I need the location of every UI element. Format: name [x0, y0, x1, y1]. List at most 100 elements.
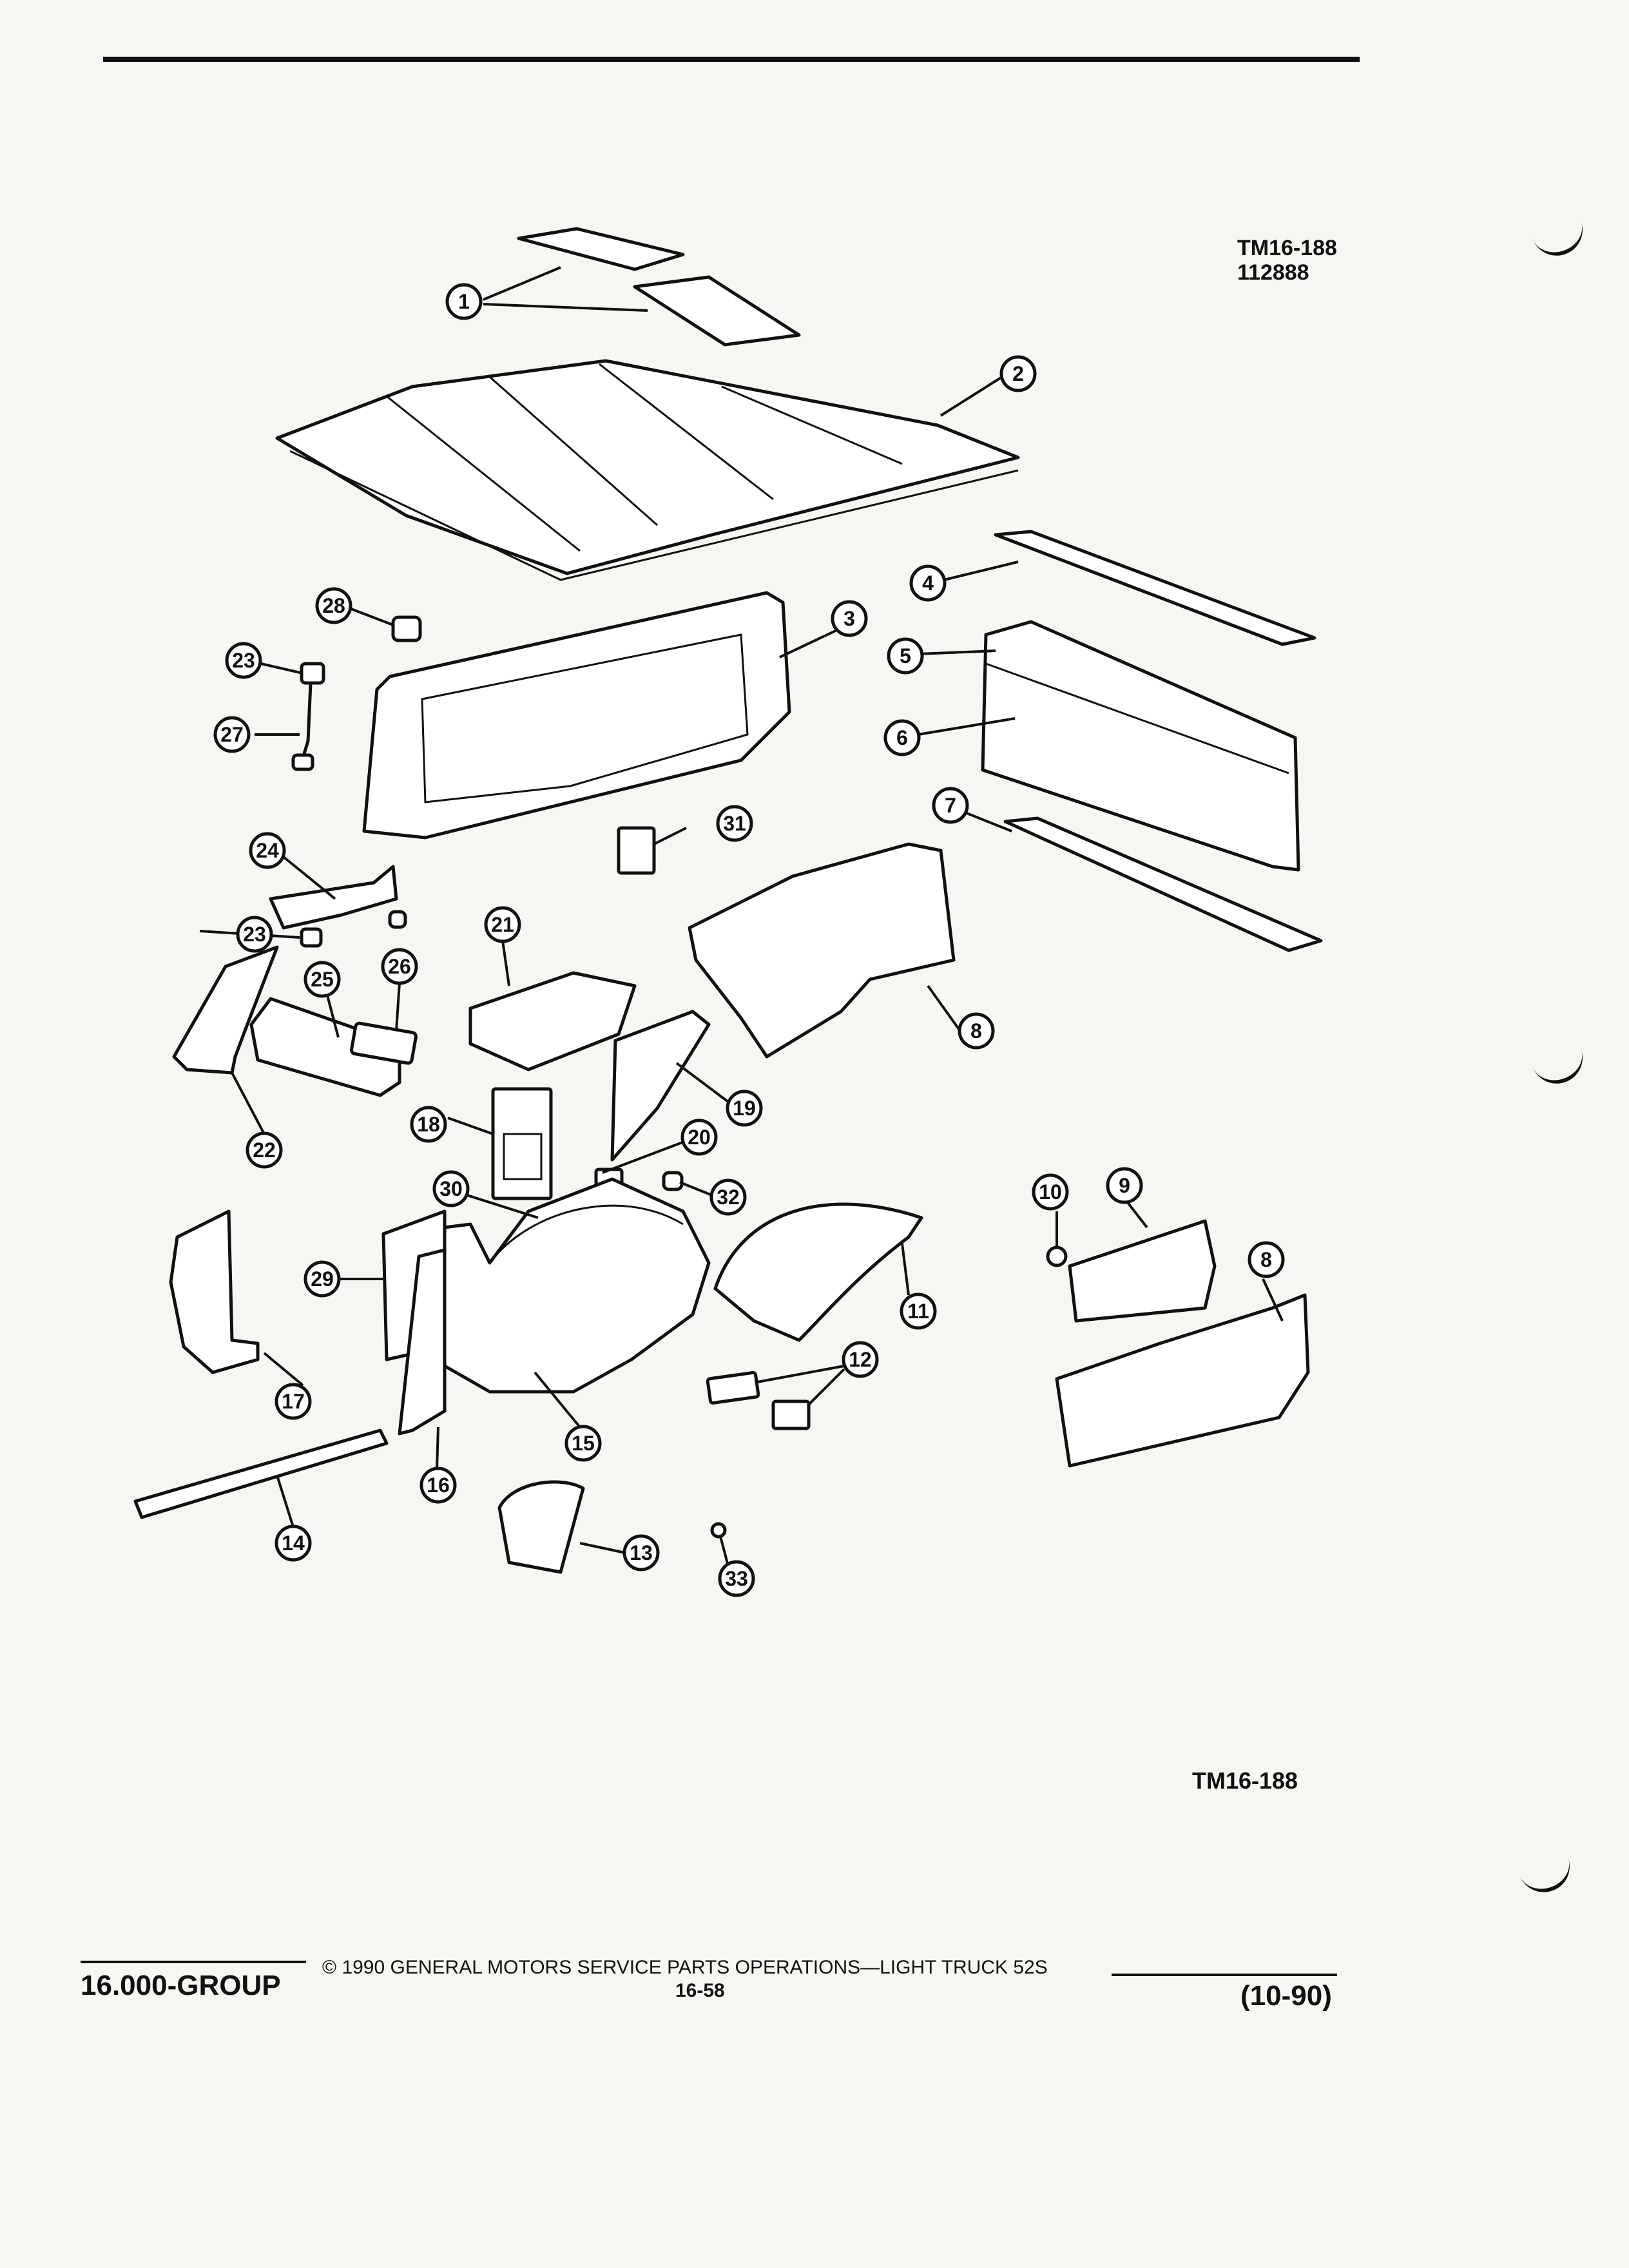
part-upper-strip [994, 530, 1316, 646]
callout-labels: 1234567891011121314151617181920212223242… [213, 283, 1285, 1597]
part-console-box [468, 971, 637, 1072]
callout-number: 21 [491, 913, 514, 936]
callout-number: 24 [256, 839, 279, 862]
callout-27: 27 [213, 716, 251, 753]
callout-number: 15 [572, 1432, 595, 1455]
callout-9: 9 [1106, 1167, 1143, 1204]
callout-17: 17 [275, 1383, 312, 1420]
callout-number: 13 [630, 1541, 653, 1564]
part-rear-panel [981, 620, 1300, 872]
callout-2: 2 [999, 355, 1037, 392]
callout-number: 31 [723, 812, 746, 835]
part-pillar-trim [172, 945, 279, 1075]
part-speaker-panel [491, 1087, 553, 1200]
page-number: 16-58 [675, 1980, 725, 2001]
part-quarter-trim-upper [688, 842, 956, 1059]
callout-18: 18 [410, 1106, 447, 1143]
part-latch-a [706, 1370, 760, 1405]
part-cap-23b [300, 927, 323, 948]
callout-number: 30 [439, 1177, 463, 1200]
part-bezel-31 [617, 826, 656, 875]
callout-number: 7 [945, 794, 956, 817]
callout-number: 10 [1039, 1180, 1062, 1204]
callout-number: 18 [417, 1113, 440, 1136]
part-cover-9 [1068, 1219, 1217, 1323]
callout-number: 19 [733, 1097, 756, 1120]
callout-22: 22 [246, 1131, 283, 1169]
callout-number: 22 [253, 1139, 276, 1162]
callout-number: 8 [970, 1019, 982, 1043]
callout-number: 12 [849, 1348, 872, 1371]
copyright-line: © 1990 GENERAL MOTORS SERVICE PARTS OPER… [322, 1957, 1048, 1978]
part-insulator-pads [517, 227, 801, 347]
part-trim-17 [169, 1209, 260, 1374]
part-lower-strip [1003, 816, 1323, 952]
callout-number: 33 [725, 1567, 748, 1590]
part-cap-small [388, 910, 407, 929]
callout-number: 25 [311, 968, 334, 991]
callout-number: 3 [843, 607, 855, 630]
callout-29: 29 [304, 1260, 341, 1298]
part-nut-33 [710, 1522, 727, 1539]
callout-number: 23 [232, 649, 255, 672]
callout-number: 1 [458, 290, 470, 313]
callout-10: 10 [1032, 1173, 1069, 1211]
callout-number: 4 [922, 572, 934, 595]
callout-number: 6 [896, 726, 908, 749]
bottom-figure-code: TM16-188 [1192, 1767, 1298, 1794]
callout-number: 5 [900, 644, 911, 668]
callout-11: 11 [900, 1293, 937, 1330]
callout-23: 23 [225, 642, 262, 679]
footer-rule-left [81, 1961, 306, 1963]
top-rule [103, 57, 1360, 62]
callout-number: 32 [717, 1186, 740, 1209]
callout-number: 27 [220, 723, 244, 746]
callout-14: 14 [275, 1524, 312, 1562]
callout-number: 14 [282, 1532, 305, 1555]
part-sill-plate [133, 1428, 389, 1519]
callout-number: 11 [907, 1300, 929, 1323]
callout-8-secondary: 8 [1248, 1241, 1285, 1278]
part-side-trim-panel [362, 591, 791, 840]
part-grille-19 [610, 1010, 711, 1162]
part-wheelhouse-cover [713, 1202, 923, 1342]
part-screw-10 [1046, 1245, 1068, 1267]
part-sunshade [249, 997, 401, 1097]
callout-19: 19 [726, 1090, 763, 1127]
callout-13: 13 [622, 1534, 660, 1571]
callout-32: 32 [709, 1178, 747, 1216]
part-strip-16 [398, 1248, 447, 1436]
part-wheelhouse-trim [443, 1177, 711, 1394]
part-cover-13 [497, 1480, 585, 1574]
callout-12: 12 [842, 1341, 879, 1378]
callout-number: 20 [688, 1126, 711, 1149]
callout-8: 8 [958, 1012, 995, 1050]
callout-number: 2 [1012, 362, 1024, 385]
callout-33: 33 [718, 1560, 755, 1597]
callout-5: 5 [887, 637, 924, 675]
callout-15: 15 [564, 1425, 602, 1462]
callout-30: 30 [432, 1170, 470, 1207]
part-latch-b [771, 1399, 811, 1430]
callout-number: 17 [282, 1390, 305, 1413]
part-quarter-trim-lower [1055, 1293, 1310, 1468]
callout-number: 23 [243, 923, 266, 946]
footer-rule-right [1112, 1974, 1337, 1976]
group-label: 16.000-GROUP [81, 1970, 281, 2001]
revision-date: (10-90) [1240, 1980, 1332, 2012]
part-mirror-26 [349, 1021, 418, 1065]
callout-number: 26 [388, 955, 411, 978]
callout-1: 1 [445, 283, 483, 320]
callout-number: 8 [1260, 1248, 1272, 1271]
callout-23-secondary: 23 [236, 916, 273, 953]
callout-26: 26 [381, 948, 418, 985]
part-plug-32 [662, 1171, 684, 1191]
callout-25: 25 [304, 961, 341, 998]
callout-20: 20 [680, 1119, 718, 1156]
callout-4: 4 [909, 564, 947, 602]
callout-number: 9 [1119, 1174, 1130, 1197]
callout-7: 7 [932, 787, 969, 824]
callout-31: 31 [716, 805, 753, 842]
callout-6: 6 [883, 719, 921, 756]
